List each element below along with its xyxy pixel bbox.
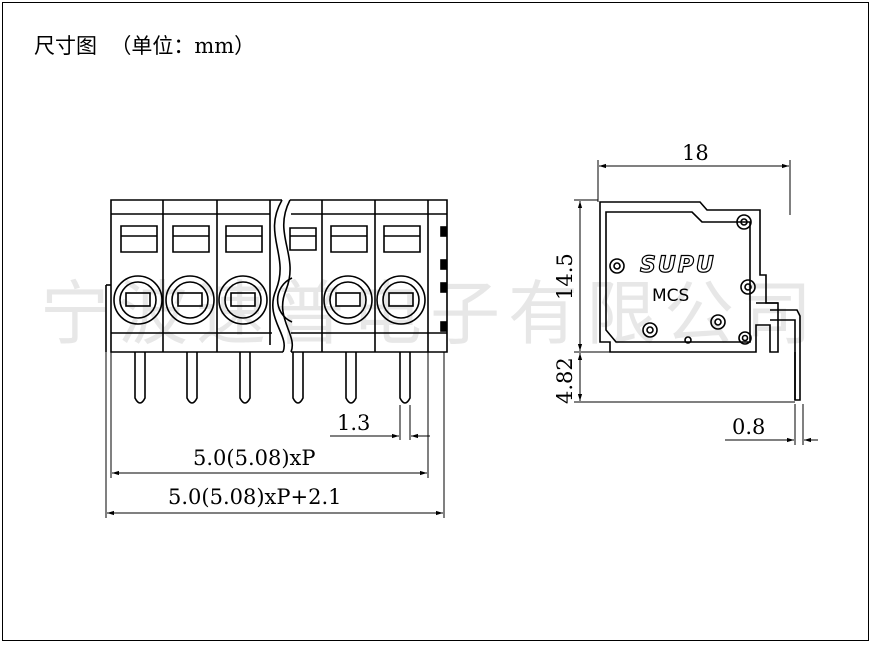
wire-entries [120, 225, 421, 253]
drawing-title: 尺寸图 （单位：mm） [34, 34, 256, 58]
push-buttons [113, 275, 426, 325]
dim-pin-width: 1.3 [337, 411, 370, 435]
break-line [272, 199, 286, 353]
housing-right-section [290, 199, 448, 353]
dim-pitch: 5.0(5.08)xP [193, 446, 316, 470]
model-label: MCS [652, 286, 689, 306]
solder-pins [134, 352, 411, 404]
side-body-outline [599, 201, 779, 353]
break-line [281, 199, 294, 353]
dim-height: 14.5 [553, 253, 577, 300]
brand-logo: SUPU [640, 253, 716, 278]
side-view [599, 201, 801, 401]
side-dimensions [574, 160, 818, 445]
dim-total-length: 5.0(5.08)xP+2.1 [168, 485, 342, 509]
front-dimensions [105, 352, 445, 518]
side-inner-outline [605, 211, 751, 343]
dim-pin-thickness: 0.8 [732, 415, 765, 439]
dim-width: 18 [682, 141, 709, 165]
dim-pin-length: 4.82 [553, 357, 577, 404]
